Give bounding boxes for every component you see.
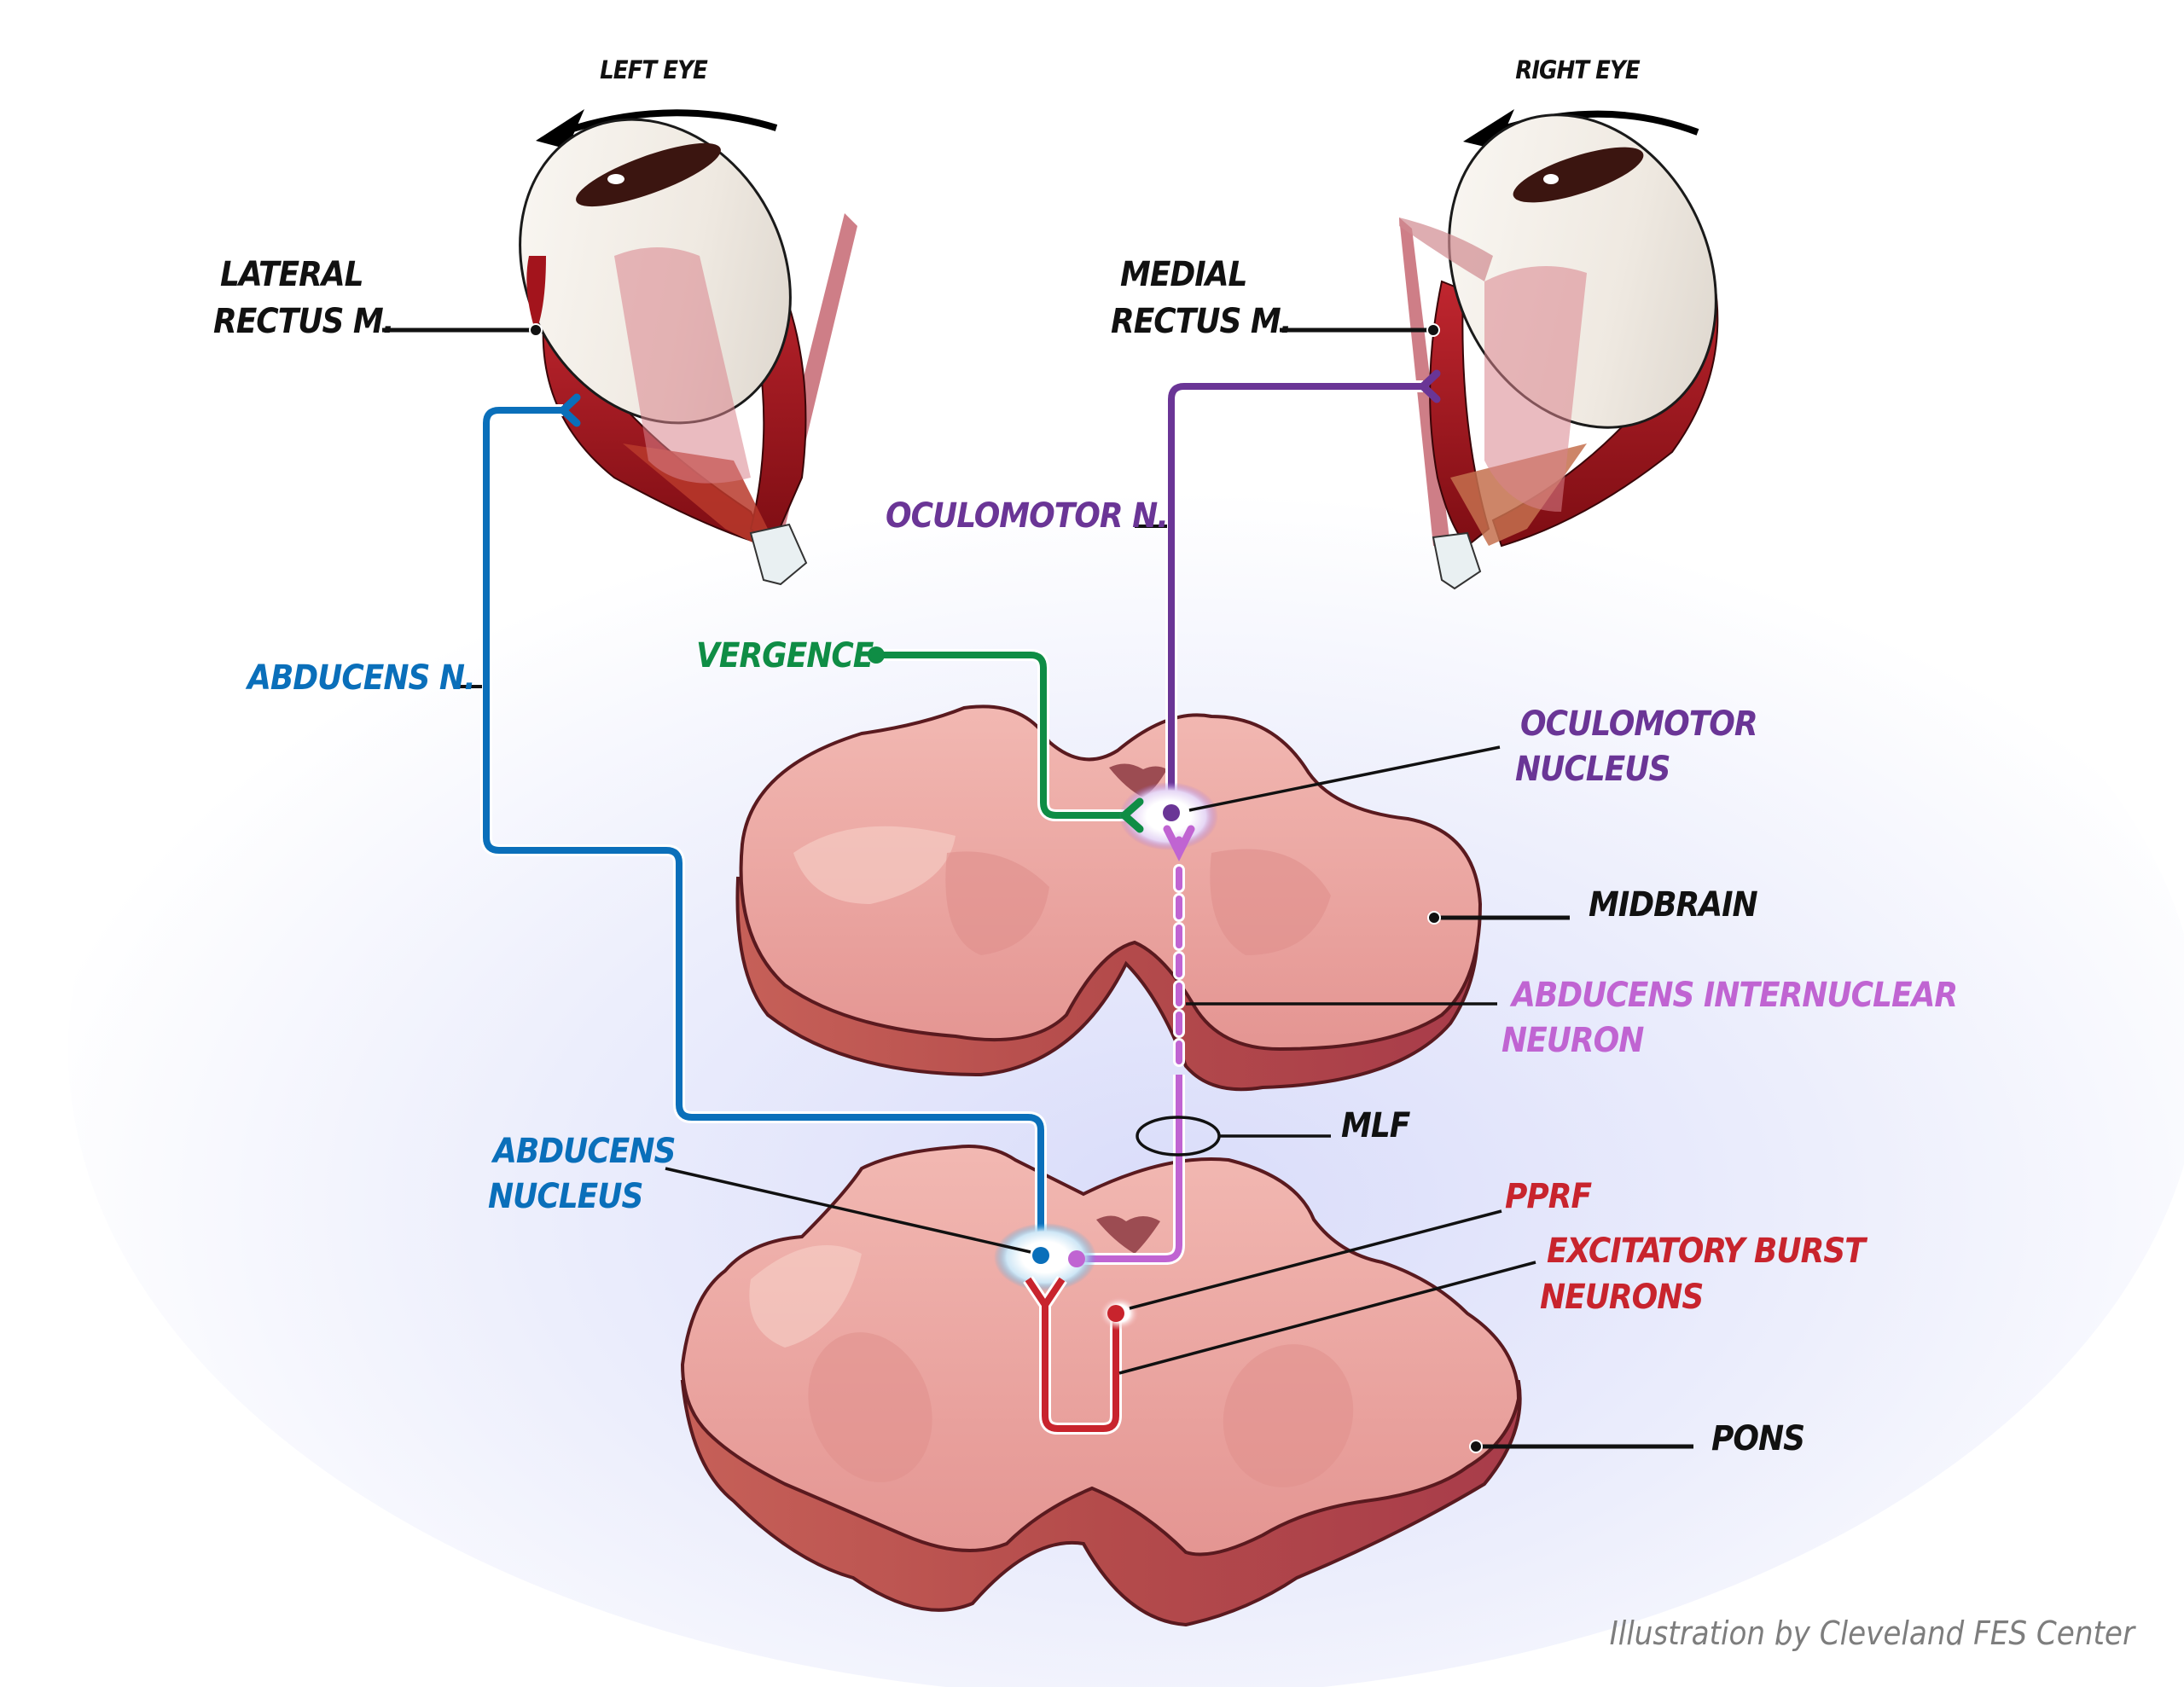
vergence-terminal-fork [1120, 797, 1144, 833]
left-eye-highlight [607, 174, 624, 184]
oculomotor-nucleus-leader [1188, 745, 1501, 812]
right-eye-pupil [1513, 147, 1644, 203]
left-optic-nerve [749, 523, 808, 586]
midbrain-nucleus-region-right [1210, 849, 1331, 955]
pons-left-nucleus-region [808, 1332, 932, 1482]
abducens-nucleus-label-line2: NUCLEUS [488, 1177, 642, 1216]
abducens-nerve [483, 407, 1044, 1255]
oculomotor-nerve [1168, 383, 1423, 813]
oculomotor-nucleus-label-line1: OCULOMOTOR [1520, 704, 1757, 744]
right-eye-highlight [1543, 174, 1559, 184]
fourth-ventricle [1096, 1215, 1160, 1254]
vergence-pathway [876, 652, 1124, 819]
abducens-nerve-label: ABDUCENS N. [245, 658, 475, 698]
excitatory-burst-neuron-axon [1025, 1277, 1119, 1432]
pons [680, 1145, 1522, 1627]
right-eye [1399, 109, 1719, 590]
left-eye-pupil [576, 142, 721, 207]
abducens-nerve-terminal-fork [559, 393, 581, 427]
leader-lines [382, 328, 1693, 1449]
left-eye [519, 109, 857, 586]
midbrain [735, 704, 1483, 1092]
left-superior-rectus-overlay [614, 247, 751, 484]
pprf-leader [1129, 1209, 1502, 1310]
lateral-rectus-dot [529, 323, 543, 337]
medial-rectus-label-line1: MEDIAL [1120, 255, 1246, 294]
lateral-rectus-label-line1: LATERAL [220, 255, 363, 294]
excitatory-burst-label-line2: NEURONS [1540, 1278, 1703, 1317]
illustration-credit: Illustration by Cleveland FES Center [1610, 1615, 2136, 1652]
pons-label: PONS [1711, 1419, 1804, 1458]
right-eye-label: RIGHT EYE [1515, 55, 1641, 84]
abducens-nucleus-leader [665, 1167, 1031, 1254]
mlf-label: MLF [1341, 1106, 1411, 1145]
oculomotor-nucleus-soma [1163, 804, 1180, 821]
internuclear-solid-segment [1077, 1075, 1182, 1262]
left-eye-rotation-arrow [549, 109, 778, 140]
abducens-nucleus-label-line1: ABDUCENS [491, 1132, 675, 1171]
leader-dots [529, 323, 1483, 1453]
pons-right-nucleus-region [1223, 1344, 1354, 1487]
excitatory-burst-leader [1118, 1261, 1536, 1375]
background-glow [68, 401, 2184, 1687]
midbrain-nucleus-region-left [945, 851, 1049, 955]
excitatory-burst-label-line1: EXCITATORY BURST [1547, 1232, 1867, 1271]
midbrain-label: MIDBRAIN [1589, 885, 1757, 925]
left-lateral-rectus-insertion [526, 256, 546, 333]
internuclear-soma [1068, 1250, 1085, 1267]
right-superior-oblique-tendon [1399, 217, 1493, 281]
abducens-internuclear-label-line1: ABDUCENS INTERNUCLEAR [1509, 976, 1957, 1015]
vergence-origin-dot [868, 646, 885, 664]
midbrain-dot [1427, 911, 1441, 925]
abducens-nucleus-soma [1032, 1247, 1049, 1264]
left-eye-label: LEFT EYE [600, 55, 708, 84]
pons-dot [1469, 1440, 1483, 1453]
oculomotor-nucleus-label-line2: NUCLEUS [1515, 750, 1670, 789]
medial-rectus-dot [1426, 323, 1440, 337]
medial-rectus-label-line2: RECTUS M. [1111, 302, 1291, 341]
vergence-label: VERGENCE [696, 636, 874, 675]
pprf-soma [1107, 1305, 1124, 1322]
midbrain-highlight [793, 826, 956, 904]
oculomotor-nerve-terminal-fork [1419, 369, 1441, 403]
internuclear-terminal-fork [1163, 825, 1195, 862]
midbrain-top [739, 704, 1483, 1052]
oculomotor-nerve-label: OCULOMOTOR N. [886, 496, 1168, 536]
right-optic-nerve [1432, 531, 1482, 590]
pprf-label: PPRF [1505, 1177, 1592, 1216]
pons-highlight [749, 1245, 862, 1348]
right-superior-rectus-overlay [1484, 266, 1587, 512]
lateral-rectus-label-line2: RECTUS M. [213, 302, 393, 341]
abducens-internuclear-label-line2: NEURON [1502, 1021, 1644, 1060]
